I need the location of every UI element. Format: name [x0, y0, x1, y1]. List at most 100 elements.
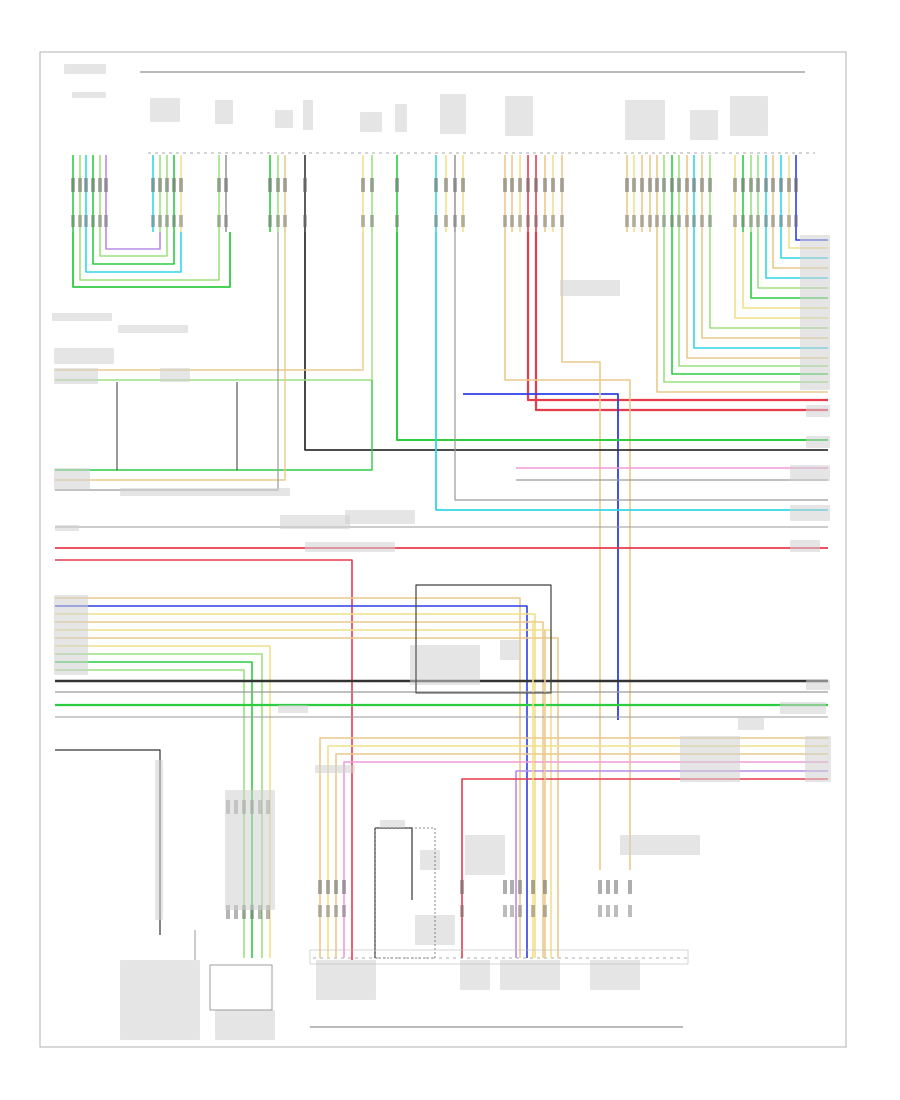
- top-pin-tick-lower-5: [104, 215, 108, 227]
- top-pin-tick-lower-52: [794, 215, 798, 227]
- wires-group: [55, 155, 828, 960]
- top-pin-tick-24: [503, 178, 507, 192]
- label-mark-46: [800, 235, 830, 390]
- bottom-pin-tick-8: [531, 880, 535, 894]
- label-mark-7: [395, 104, 407, 132]
- top-pin-tick-lower-44: [733, 215, 737, 227]
- label-mark-42: [316, 960, 376, 1000]
- top-pin-tick-lower-48: [764, 215, 768, 227]
- label-mark-49: [790, 465, 830, 481]
- top-pin-tick-38: [670, 178, 674, 192]
- top-pin-tick-0: [71, 178, 75, 192]
- bl-pin-tick-2-5: [266, 905, 270, 919]
- top-pin-tick-lower-26: [518, 215, 522, 227]
- top-pin-tick-19: [395, 178, 399, 192]
- label-mark-2: [150, 98, 180, 122]
- bus-run-2: [55, 613, 536, 958]
- label-mark-26: [54, 595, 88, 675]
- top-pin-tick-27: [526, 178, 530, 192]
- center-module-outline: [415, 584, 552, 694]
- top-pin-tick-lower-50: [779, 215, 783, 227]
- label-mark-41: [215, 1010, 275, 1040]
- top-pin-tick-32: [625, 178, 629, 192]
- splice-ticks-group: [71, 178, 798, 919]
- top-pin-tick-lower-41: [692, 215, 696, 227]
- top-pin-tick-36: [655, 178, 659, 192]
- top-pin-tick-lower-40: [685, 215, 689, 227]
- top-pin-tick-lower-47: [756, 215, 760, 227]
- top-pin-tick-29: [543, 178, 547, 192]
- top-pin-tick-lower-1: [78, 215, 82, 227]
- bl-pin-tick-2-3: [250, 905, 254, 919]
- top-pin-tick-42: [700, 178, 704, 192]
- top-pin-tick-52: [794, 178, 798, 192]
- top-pin-tick-lower-42: [700, 215, 704, 227]
- label-mark-10: [625, 100, 665, 140]
- bottom-pin-tick-1: [326, 880, 330, 894]
- bottom-pin-tick-3: [342, 880, 346, 894]
- run-red-upper: [526, 232, 828, 402]
- label-mark-24: [305, 542, 395, 552]
- bottom-pin-tick-4: [460, 880, 464, 894]
- top-pin-tick-8: [165, 178, 169, 192]
- top-pin-tick-lower-32: [625, 215, 629, 227]
- top-pin-tick-lower-13: [268, 215, 272, 227]
- top-pin-tick-14: [276, 178, 280, 192]
- top-pin-tick-lower-35: [648, 215, 652, 227]
- top-pin-tick-22: [453, 178, 457, 192]
- label-mark-38: [315, 765, 355, 773]
- run-tan-mid-2: [561, 232, 601, 870]
- wire-left-loop-green: [72, 232, 231, 288]
- bl-pin-tick-2-2: [242, 905, 246, 919]
- right-run-8: [734, 232, 828, 319]
- label-mark-37: [465, 835, 505, 875]
- bottom-pin-tick-13: [628, 880, 632, 894]
- label-mark-47: [806, 405, 830, 417]
- label-mark-17: [54, 368, 98, 384]
- top-pin-tick-lower-19: [395, 215, 399, 227]
- bottom-pin-tick-mid-0: [318, 905, 322, 917]
- label-mark-29: [805, 736, 831, 782]
- label-mark-23: [55, 525, 79, 531]
- right-run-13: [678, 232, 828, 367]
- label-mark-19: [54, 468, 90, 490]
- top-pin-tick-3: [91, 178, 95, 192]
- top-pin-tick-11: [217, 178, 221, 192]
- run-gray-1: [454, 232, 828, 501]
- bottom-pin-tick-mid-6: [510, 905, 514, 917]
- top-pin-tick-30: [551, 178, 555, 192]
- top-pin-tick-4: [98, 178, 102, 192]
- sensor-wire: [375, 827, 413, 900]
- top-pin-tick-lower-3: [91, 215, 95, 227]
- label-mark-53: [500, 640, 520, 660]
- bottom-pin-tick-12: [614, 880, 618, 894]
- top-pin-tick-18: [370, 178, 374, 192]
- bottom-pin-tick-0: [318, 880, 322, 894]
- bottom-pin-tick-7: [518, 880, 522, 894]
- top-pin-tick-41: [692, 178, 696, 192]
- bottom-pin-tick-mid-9: [543, 905, 547, 917]
- top-pin-tick-lower-16: [303, 215, 307, 227]
- left-tan-run-lower: [55, 232, 286, 481]
- label-mark-3: [215, 100, 233, 124]
- top-pin-tick-34: [640, 178, 644, 192]
- label-mark-22: [345, 510, 415, 524]
- rb-run-5: [461, 778, 828, 958]
- rb-run-1: [327, 745, 828, 958]
- bottom-pin-tick-11: [606, 880, 610, 894]
- top-pin-tick-40: [685, 178, 689, 192]
- bottom-left-module-outline: [209, 964, 273, 1011]
- top-pin-tick-33: [632, 178, 636, 192]
- top-pin-tick-lower-9: [172, 215, 176, 227]
- label-mark-44: [500, 960, 560, 990]
- top-pin-tick-lower-22: [453, 215, 457, 227]
- top-pin-tick-lower-2: [84, 215, 88, 227]
- top-pin-tick-lower-38: [670, 215, 674, 227]
- top-pin-tick-15: [283, 178, 287, 192]
- top-pin-tick-lower-15: [283, 215, 287, 227]
- top-pin-tick-5: [104, 178, 108, 192]
- label-mark-34: [380, 820, 405, 828]
- label-mark-9: [505, 96, 533, 136]
- top-pin-tick-lower-24: [503, 215, 507, 227]
- wire-left-loop-lightgreen: [79, 232, 220, 281]
